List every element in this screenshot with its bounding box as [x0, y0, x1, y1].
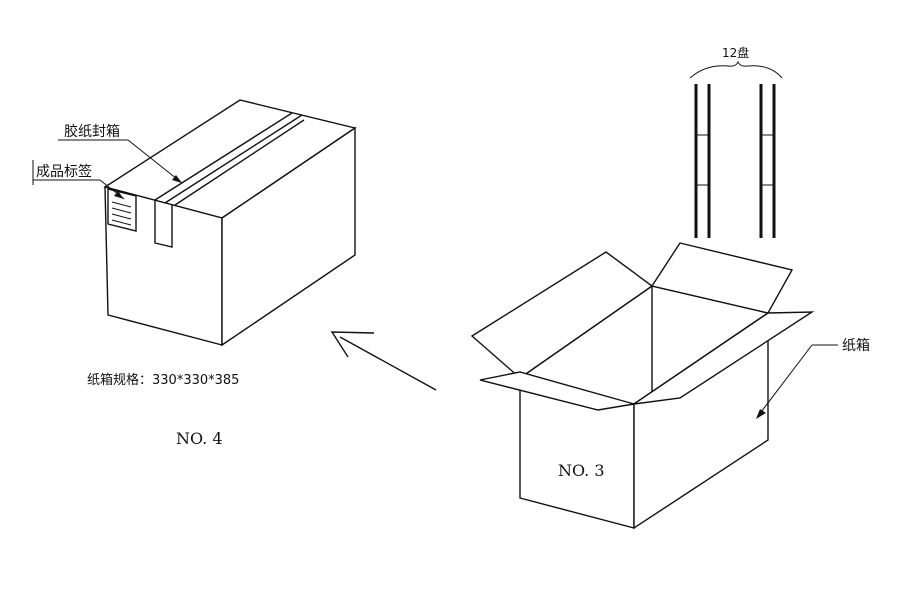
quantity-brace [689, 60, 783, 79]
product-label-callout: 成品标签 [32, 160, 125, 200]
open-box-number: NO. 3 [558, 461, 605, 480]
reel-stack-right [759, 84, 776, 238]
carton-label: 纸箱 [842, 338, 870, 354]
tape-callout: 胶纸封箱 [58, 123, 183, 184]
closed-box-side [221, 126, 356, 347]
product-label-text: 成品标签 [36, 163, 92, 180]
direction-arrow [330, 331, 437, 391]
open-box: NO. 3 [470, 242, 815, 530]
open-box-front [519, 387, 635, 529]
carton-callout: 纸箱 [756, 338, 870, 419]
product-label-sticker [107, 188, 137, 232]
sealing-tape [154, 112, 305, 248]
carton-spec: 纸箱规格：330*330*385 [87, 372, 239, 388]
closed-box-number: NO. 4 [176, 429, 223, 448]
closed-box [103, 99, 357, 347]
back-right-flap [650, 242, 794, 314]
reel-stack-left [694, 84, 711, 238]
tape-label: 胶纸封箱 [64, 123, 120, 140]
front-right-flap [633, 311, 815, 405]
reel-count: 12盘 [722, 45, 749, 60]
